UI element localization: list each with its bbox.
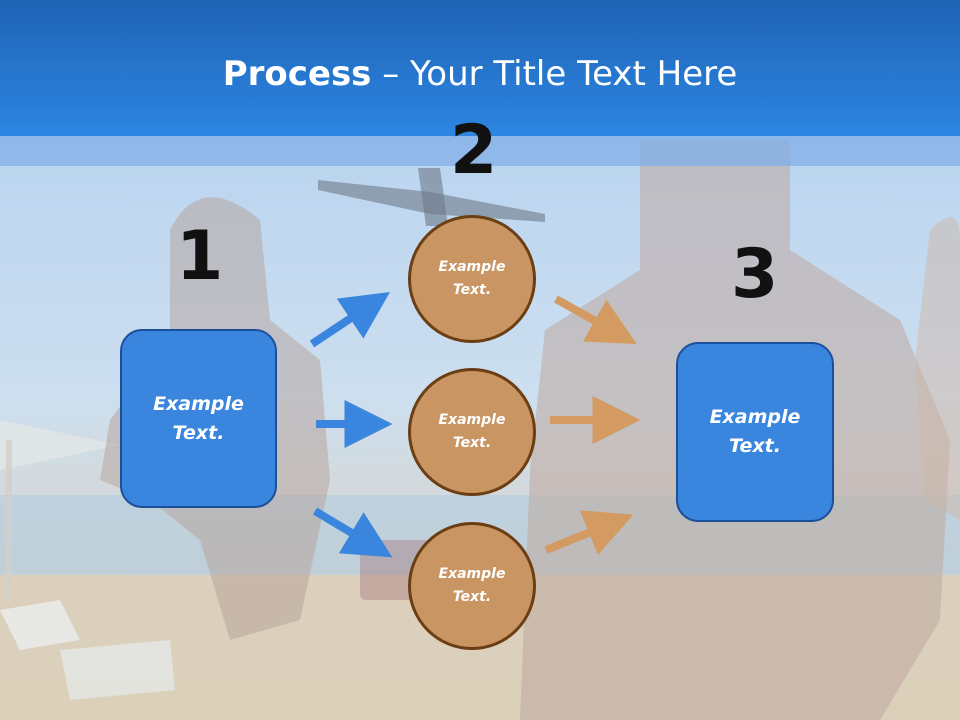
step3-box[interactable]: Example Text. <box>676 342 834 522</box>
step2-circle-bottom[interactable]: Example Text. <box>408 522 536 650</box>
step-number-3: 3 <box>731 235 779 314</box>
circle-text-line1: Example <box>438 259 506 275</box>
step-number-1: 1 <box>176 217 224 296</box>
circle-text-line1: Example <box>438 566 506 582</box>
step2-circle-middle[interactable]: Example Text. <box>408 368 536 496</box>
title-bar <box>0 0 960 136</box>
arrow-blue-up <box>309 292 390 348</box>
step2-circle-top[interactable]: Example Text. <box>408 215 536 343</box>
step3-text-line2: Text. <box>729 435 781 457</box>
slide-title: Process – Your Title Text Here <box>0 52 960 96</box>
arrow-tan-up <box>554 295 637 345</box>
circle-text-line2: Text. <box>452 589 492 605</box>
step1-box[interactable]: Example Text. <box>120 329 277 508</box>
title-bar-band <box>0 136 960 166</box>
circle-text-line2: Text. <box>452 282 492 298</box>
title-rest-part: – Your Title Text Here <box>371 54 738 94</box>
step-number-2: 2 <box>450 111 498 190</box>
arrow-blue-down <box>312 507 393 558</box>
step1-text-line2: Text. <box>172 421 225 444</box>
arrow-tan-down <box>544 510 634 555</box>
step3-text-line1: Example <box>709 406 801 428</box>
circle-text-line2: Text. <box>452 435 492 451</box>
title-bold-part: Process <box>222 54 372 94</box>
step1-text-line1: Example <box>153 392 244 415</box>
circle-text-line1: Example <box>438 412 506 428</box>
